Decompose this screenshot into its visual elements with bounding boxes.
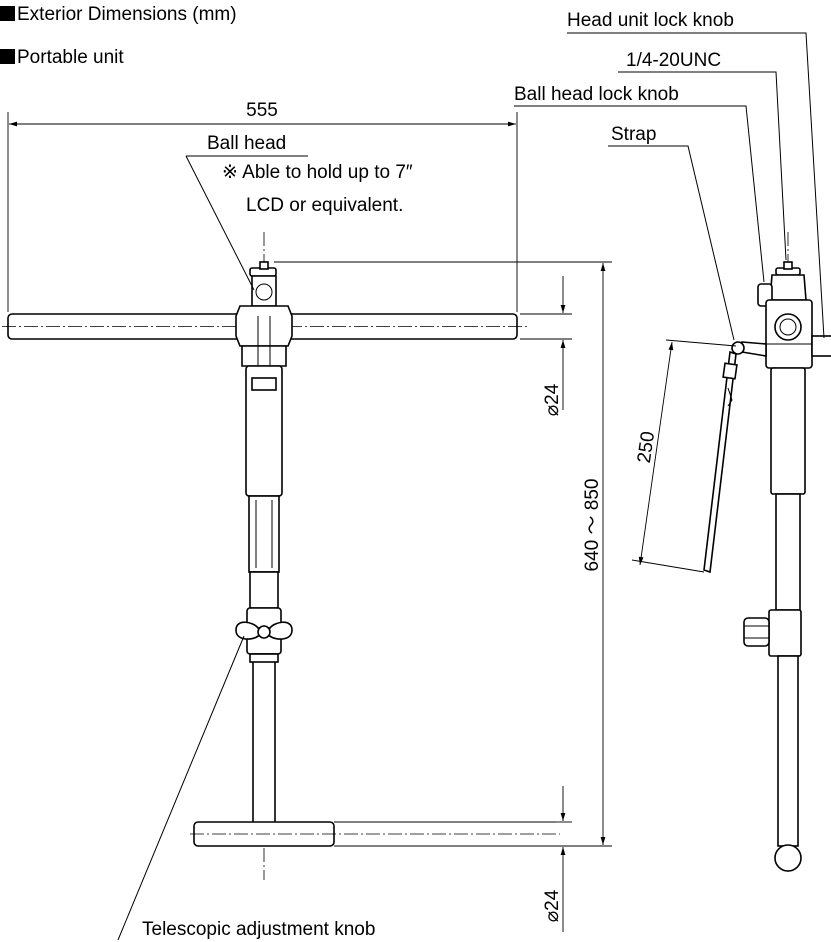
heading-unit-text: Portable unit <box>17 47 124 68</box>
ball-head-ball <box>255 283 273 301</box>
strap-length-value: 250 <box>634 430 659 464</box>
dimension-strap: 250 <box>631 339 737 573</box>
strap-buckle <box>722 362 738 380</box>
height-value: 640 ～ 850 <box>582 479 603 572</box>
side-view <box>703 232 831 872</box>
side-head-unit-lock-knob <box>811 335 831 357</box>
side-head-hole <box>774 313 802 341</box>
thread-label: 1/4-20UNC <box>626 50 721 71</box>
side-telescopic-knob <box>743 617 770 647</box>
strap <box>703 350 737 574</box>
side-upper-tube <box>770 367 806 495</box>
square-bullet-icon <box>0 6 15 21</box>
dimension-height: 640 ～ 850 <box>274 261 612 847</box>
head-unit-lock-knob-leader <box>567 32 825 339</box>
heading-portable-unit: Portable unit <box>0 47 124 69</box>
side-callouts: Head unit lock knob 1/4-20UNC Ball head … <box>514 10 825 341</box>
inner-slide <box>248 495 280 573</box>
strap-ext-top <box>665 339 737 347</box>
upper-tube-collar <box>251 377 277 391</box>
lower-tube <box>252 653 276 827</box>
ball-head-note-line2: LCD or equivalent. <box>246 195 403 216</box>
width-value: 555 <box>246 100 278 121</box>
ball-head-lock-knob-leader <box>514 105 765 283</box>
strap-leader <box>608 145 735 341</box>
square-bullet-icon <box>0 49 15 64</box>
ball-head-callout: Ball head ※ Able to hold up to 7″ LCD or… <box>185 133 413 291</box>
strap-ext-bottom <box>631 559 705 573</box>
ball-head-screw <box>259 261 269 270</box>
strap-clip <box>727 387 733 407</box>
lower-tube-collar <box>249 653 279 663</box>
head-clamp-lower <box>241 345 287 367</box>
head-clamp-block <box>235 305 293 347</box>
side-lower-tube <box>777 655 799 847</box>
side-base-foot <box>774 844 802 872</box>
dimension-base-bar-dia: ⌀24 <box>542 786 572 932</box>
side-inner-slide <box>775 493 801 611</box>
top-bar-dia-value: ⌀24 <box>542 383 563 416</box>
ball-head-lock-knob-label: Ball head lock knob <box>514 84 679 105</box>
dimension-width: 555 <box>7 100 518 312</box>
strap-pivot <box>731 341 745 355</box>
wing-knob-center <box>257 625 271 639</box>
heading-exterior-text: Exterior Dimensions (mm) <box>17 4 237 25</box>
head-unit-lock-knob-label: Head unit lock knob <box>567 10 734 31</box>
telescopic-knob-leader <box>117 635 245 941</box>
side-telescopic-collar <box>768 609 802 657</box>
base-bar-dia-value: ⌀24 <box>542 889 563 922</box>
strap-mount <box>741 341 767 357</box>
telescopic-knob-callout: Telescopic adjustment knob <box>117 635 375 941</box>
ball-head-leader <box>185 155 255 291</box>
telescopic-knob-label: Telescopic adjustment knob <box>142 919 375 940</box>
heading-exterior-dimensions: Exterior Dimensions (mm) <box>0 4 237 26</box>
mid-tube <box>249 571 279 609</box>
thread-leader <box>618 71 787 261</box>
side-top-screw <box>783 261 793 270</box>
side-ball-head <box>769 274 807 301</box>
strap-dimension-line <box>638 341 674 566</box>
ball-head-note-line1: ※ Able to hold up to 7″ <box>222 162 413 183</box>
dimension-top-bar-dia: ⌀24 <box>520 276 572 416</box>
side-head-hole-inner <box>779 318 797 336</box>
front-view <box>2 232 560 880</box>
ball-head-label: Ball head <box>207 133 286 154</box>
strap-label: Strap <box>611 124 656 145</box>
